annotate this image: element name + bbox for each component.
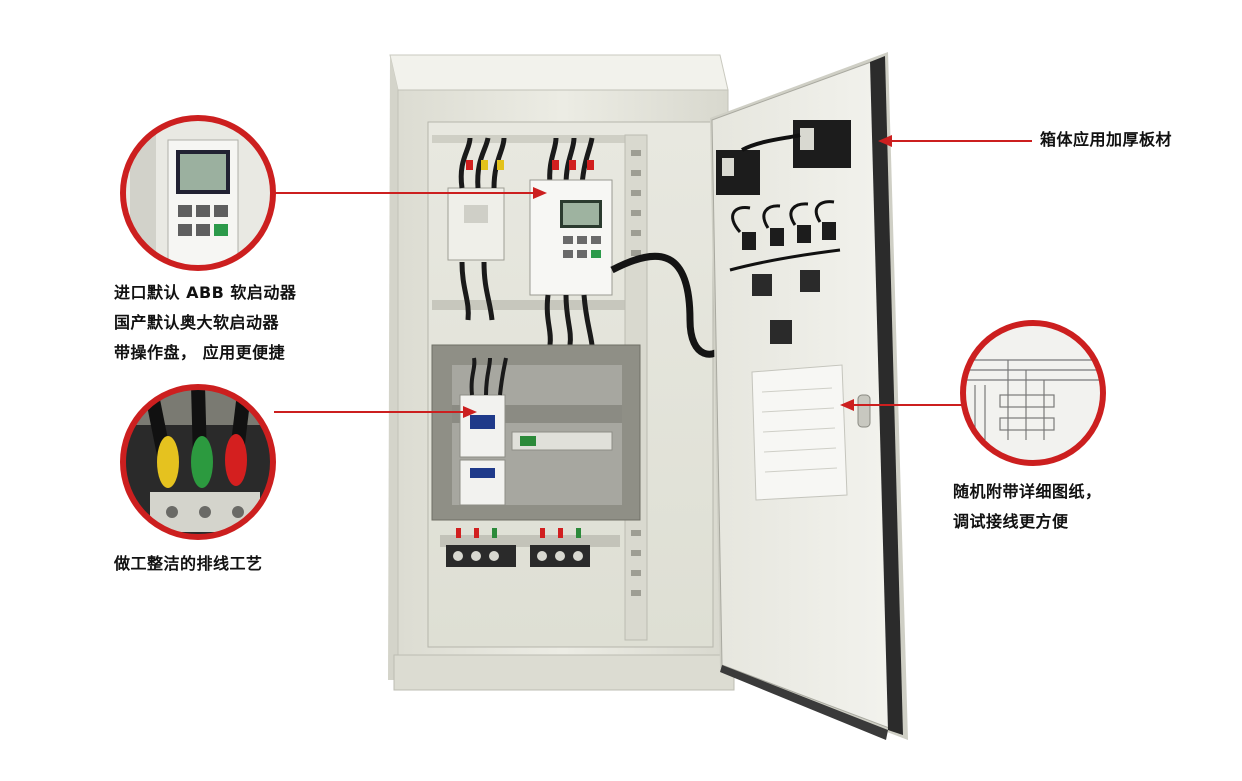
callout-soft-starter: 进口默认 ABB 软启动器 国产默认奥大软启动器 带操作盘， 应用更便捷 — [114, 278, 296, 368]
callout-wiring: 做工整洁的排线工艺 — [114, 554, 263, 573]
callout-drawings: 随机附带详细图纸， 调试接线更方便 — [953, 477, 1102, 537]
callout-drawings-line-1: 随机附带详细图纸， — [953, 482, 1102, 501]
callout-soft-starter-line-1: 进口默认 ABB 软启动器 — [114, 283, 297, 302]
callout-soft-starter-line-3: 带操作盘， 应用更便捷 — [114, 343, 286, 362]
callout-cabinet-plate: 箱体应用加厚板材 — [1040, 130, 1173, 149]
zoom-wiring — [120, 384, 276, 540]
callout-arrows — [274, 135, 1032, 418]
cabinet-door — [710, 52, 908, 740]
zoom-diagram — [960, 320, 1106, 466]
interior-components — [431, 134, 728, 641]
callout-drawings-line-2: 调试接线更方便 — [953, 512, 1069, 531]
callout-soft-starter-line-2: 国产默认奥大软启动器 — [114, 313, 280, 332]
zoom-soft-starter — [120, 115, 276, 271]
